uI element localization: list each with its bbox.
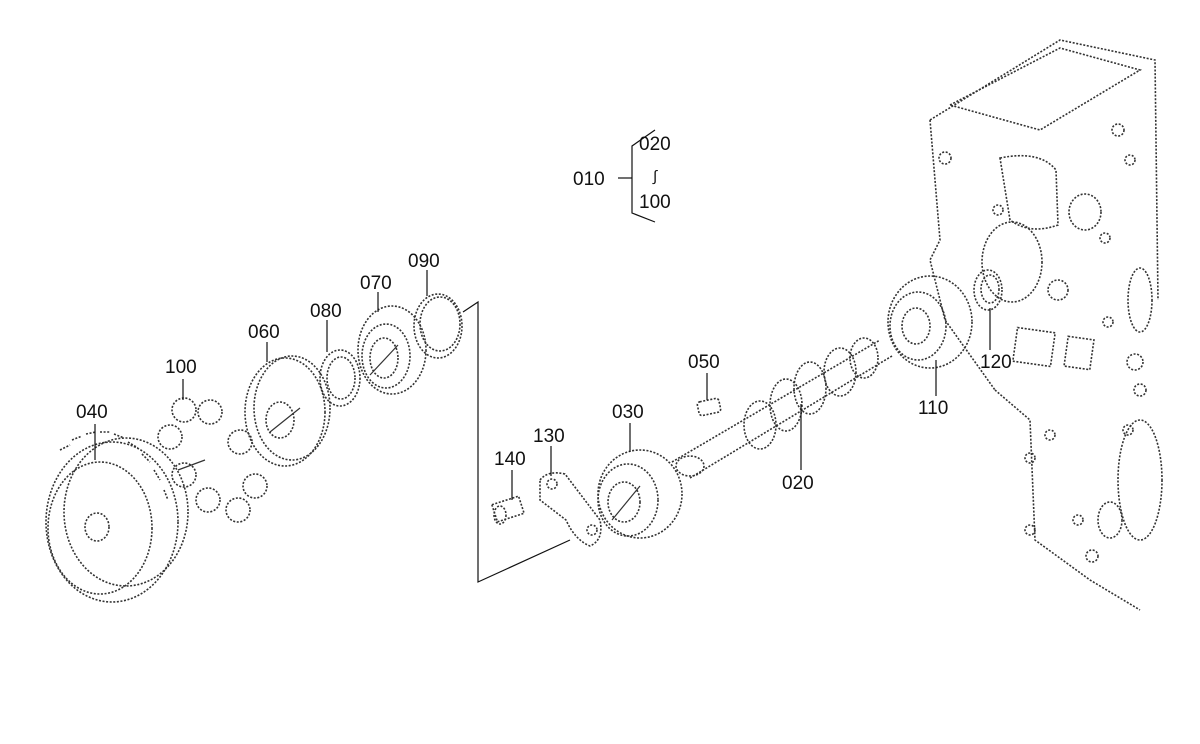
callout-labels: 040 100 060 080 070 090 050 030 130 140 … bbox=[76, 251, 1012, 494]
callout-110: 110 bbox=[918, 398, 948, 419]
callout-090: 090 bbox=[408, 251, 440, 272]
bearing-070-drawing bbox=[357, 305, 427, 395]
camshaft-020-drawing bbox=[671, 337, 893, 479]
circlip-090-drawing bbox=[413, 293, 463, 359]
callout-030: 030 bbox=[612, 402, 644, 423]
callout-080: 080 bbox=[310, 301, 342, 322]
callout-020: 020 bbox=[782, 473, 814, 494]
washer-set-100-drawing bbox=[157, 397, 268, 523]
callout-070: 070 bbox=[360, 273, 392, 294]
callout-140: 140 bbox=[494, 449, 526, 470]
callout-130: 130 bbox=[533, 426, 565, 447]
stopper-130-drawing bbox=[539, 472, 602, 547]
callout-040: 040 bbox=[76, 402, 108, 423]
snap-ring-080-drawing bbox=[319, 349, 361, 407]
bracket-parent-label: 010 bbox=[573, 169, 605, 190]
leader-lines bbox=[94, 270, 991, 500]
bolt-140-drawing bbox=[490, 495, 526, 525]
key-050-drawing bbox=[696, 397, 722, 417]
callout-120: 120 bbox=[980, 352, 1012, 373]
gear-040-drawing bbox=[45, 431, 189, 603]
bracket-range-symbol: ∫ bbox=[652, 168, 659, 185]
bearing-030-drawing bbox=[597, 449, 683, 539]
bracket-to-label: 100 bbox=[639, 192, 671, 213]
plate-060-drawing bbox=[244, 355, 331, 467]
bearing-110-drawing bbox=[887, 275, 973, 369]
callout-050: 050 bbox=[688, 352, 720, 373]
snap-ring-120-drawing bbox=[973, 269, 1003, 311]
callout-frame bbox=[462, 300, 571, 583]
bracket-from-label: 020 bbox=[639, 134, 671, 155]
callout-100: 100 bbox=[165, 357, 197, 378]
assembly-bracket: 010 020 ∫ 100 bbox=[573, 129, 671, 223]
engine-block-drawing bbox=[929, 39, 1163, 611]
callout-060: 060 bbox=[248, 322, 280, 343]
